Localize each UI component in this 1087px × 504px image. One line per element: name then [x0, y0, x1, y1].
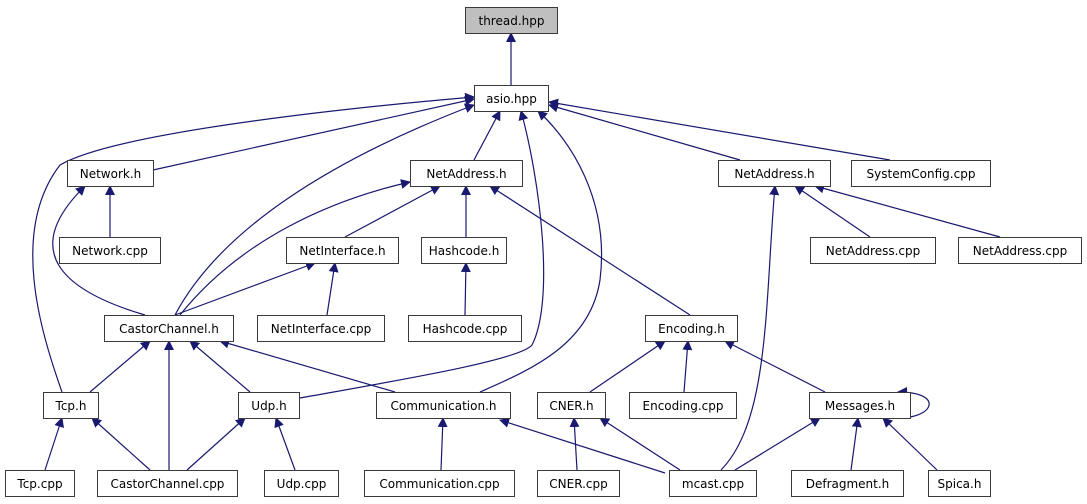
node-mcast-cpp[interactable]: mcast.cpp — [669, 470, 757, 497]
edge-communication-h-to-castorchannel-h — [219, 338, 396, 393]
edge-tcp-h-to-asio-hpp — [32, 92, 475, 393]
edge-udp-h-to-asio-hpp — [299, 110, 545, 399]
node-netinterface-cpp[interactable]: NetInterface.cpp — [257, 315, 385, 342]
edge-tcp-cpp-to-tcp-h — [44, 417, 64, 471]
node-encoding-h[interactable]: Encoding.h — [645, 315, 738, 342]
node-asio-hpp[interactable]: asio.hpp — [474, 85, 549, 112]
edge-udp-cpp-to-udp-h — [274, 417, 296, 471]
edge-network-h-to-asio-hpp — [152, 96, 475, 171]
edge-netaddress-cpp-to-netaddress-h — [794, 185, 871, 238]
node-castorchannel-h[interactable]: CastorChannel.h — [104, 315, 234, 342]
edge-spica-h-to-messages-h — [882, 417, 938, 471]
edge-encoding-cpp-to-encoding-h — [682, 340, 693, 393]
edge-castorchannel-cpp-to-tcp-h — [91, 417, 151, 471]
edge-castorchannel-cpp-to-udp-h — [186, 417, 246, 471]
edge-mcast-cpp-to-cner-h — [599, 417, 681, 471]
edge-castorchannel-h-to-network-h — [52, 185, 146, 316]
edge-netaddress-h-to-asio-hpp — [473, 110, 501, 161]
node-netaddress-h-left[interactable]: NetAddress.h — [410, 160, 523, 187]
node-encoding-cpp[interactable]: Encoding.cpp — [629, 392, 737, 419]
node-udp-h[interactable]: Udp.h — [238, 392, 300, 419]
node-spica-h[interactable]: Spica.h — [928, 470, 991, 497]
edge-mcast-cpp-to-messages-h — [734, 417, 821, 471]
node-messages-h[interactable]: Messages.h — [809, 392, 911, 419]
node-tcp-cpp[interactable]: Tcp.cpp — [5, 470, 75, 497]
node-network-h[interactable]: Network.h — [67, 160, 154, 187]
edge-netaddress-h-to-asio-hpp — [548, 102, 741, 161]
node-netaddress-h-right[interactable]: NetAddress.h — [718, 160, 831, 187]
edge-tcp-h-to-castorchannel-h — [89, 340, 151, 393]
node-communication-h[interactable]: Communication.h — [376, 392, 511, 419]
node-hashcode-cpp[interactable]: Hashcode.cpp — [408, 315, 522, 342]
edge-systemconfig-cpp-to-asio-hpp — [548, 98, 891, 161]
node-communication-cpp[interactable]: Communication.cpp — [364, 470, 515, 497]
edge-cner-h-to-encoding-h — [589, 340, 666, 393]
edge-cner-cpp-to-cner-h — [569, 417, 580, 471]
node-thread-hpp[interactable]: thread.hpp — [465, 7, 558, 34]
node-hashcode-h[interactable]: Hashcode.h — [421, 237, 507, 264]
node-systemconfig-cpp[interactable]: SystemConfig.cpp — [851, 160, 991, 187]
node-udp-cpp[interactable]: Udp.cpp — [264, 470, 339, 497]
edge-udp-h-to-castorchannel-h — [189, 340, 251, 393]
node-cner-cpp[interactable]: CNER.cpp — [537, 470, 620, 497]
edge-castorchannel-h-to-netaddress-h — [179, 179, 411, 316]
node-cner-h[interactable]: CNER.h — [537, 392, 606, 419]
edge-encoding-h-to-netaddress-h — [489, 185, 691, 316]
node-defragment-h[interactable]: Defragment.h — [791, 470, 904, 497]
edge-netaddress-cpp-to-netaddress-h — [814, 183, 1001, 238]
edge-castorchannel-h-to-netinterface-h — [174, 261, 316, 316]
edge-castorchannel-h-to-asio-hpp — [174, 103, 475, 316]
edge-messages-h-to-encoding-h — [724, 340, 826, 393]
edge-hashcode-cpp-to-hashcode-h — [460, 262, 471, 316]
node-netinterface-h[interactable]: NetInterface.h — [286, 237, 399, 264]
node-netaddress-cpp-1[interactable]: NetAddress.cpp — [810, 237, 936, 264]
edge-communication-cpp-to-communication-h — [437, 417, 448, 471]
node-tcp-h[interactable]: Tcp.h — [43, 392, 99, 419]
node-network-cpp[interactable]: Network.cpp — [59, 237, 161, 264]
edge-mcast-cpp-to-communication-h — [499, 417, 666, 474]
edge-defragment-h-to-messages-h — [850, 417, 862, 471]
edge-netinterface-h-to-netaddress-h — [344, 185, 441, 238]
edge-mcast-cpp-to-netaddress-h — [720, 185, 780, 471]
node-castorchannel-cpp[interactable]: CastorChannel.cpp — [97, 470, 238, 497]
edge-netinterface-cpp-to-netinterface-h — [326, 262, 339, 316]
edge-communication-h-to-asio-hpp — [479, 110, 602, 393]
node-netaddress-cpp-2[interactable]: NetAddress.cpp — [958, 237, 1082, 264]
